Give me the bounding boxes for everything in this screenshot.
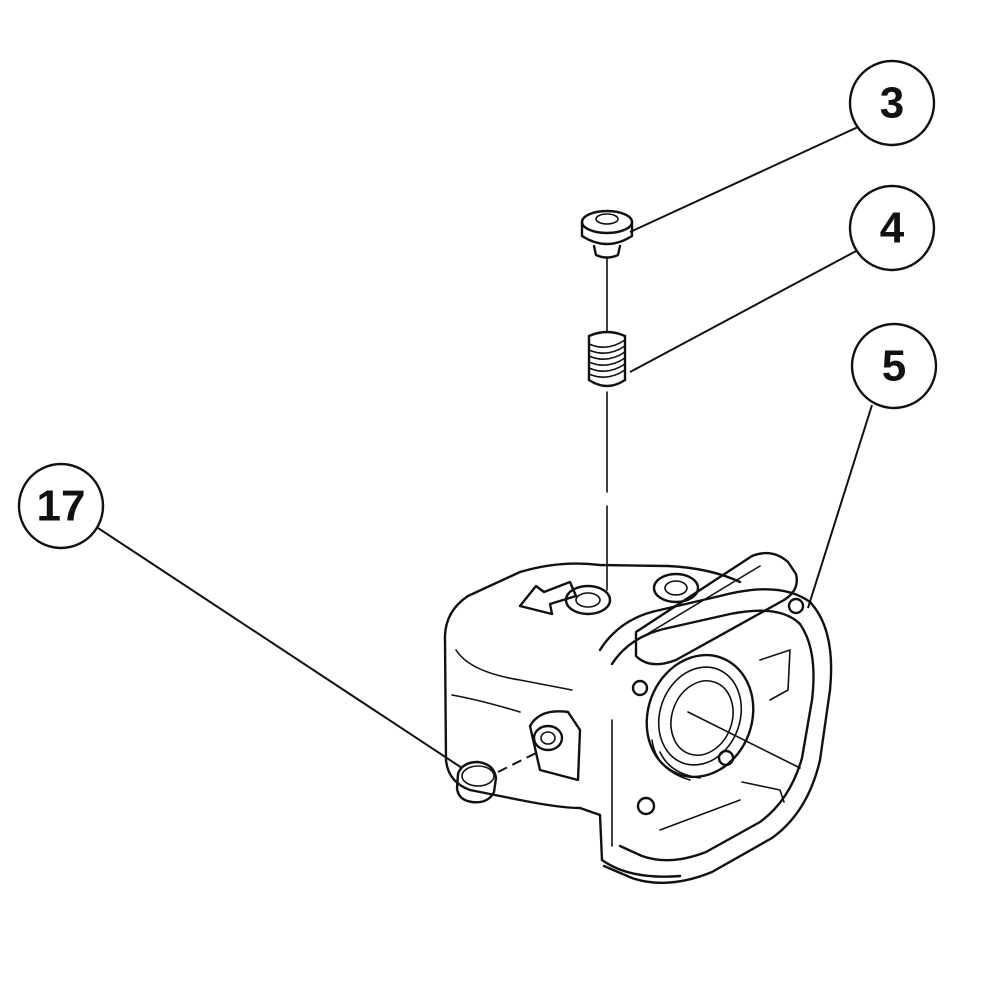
gear-housing-part [443,551,833,884]
leader-line-5 [807,404,873,609]
callout-3: 3 [848,59,936,147]
callout-3-label: 3 [880,79,904,128]
callout-5: 5 [850,322,938,410]
leader-line-4 [629,249,859,373]
cap-screw-part [580,209,634,259]
callout-5-label: 5 [882,342,906,391]
callout-4-label: 4 [880,204,905,253]
leader-line-17 [97,527,463,769]
compression-spring-part [587,330,627,388]
callout-17: 17 [17,462,105,550]
leader-line-3 [629,126,859,233]
callout-4: 4 [848,184,936,272]
rubber-plug-part [455,751,539,804]
callout-17-label: 17 [37,482,86,531]
